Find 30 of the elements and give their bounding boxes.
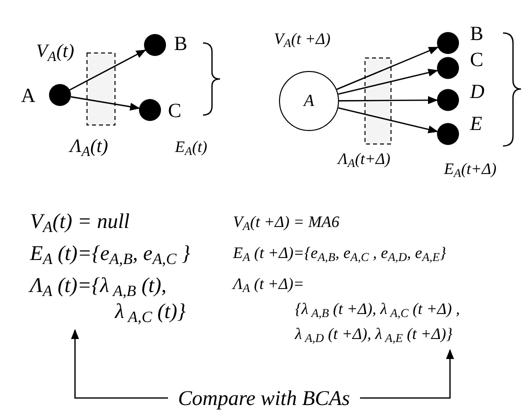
arrow: [338, 68, 438, 95]
math-label: Λ$_{A}$(t): [70, 137, 108, 156]
arrow: [338, 107, 438, 134]
arrow: [71, 329, 168, 399]
arrow: [339, 96, 438, 104]
formula-text: Λ$_{A}$ (t +Δ)=: [233, 275, 306, 297]
caption-text: Compare with BCAs: [178, 388, 350, 408]
node-label: D: [470, 82, 484, 102]
node-label: V$_{A}$(t): [36, 42, 74, 61]
node-label: C: [470, 50, 484, 70]
math-label: Λ$_{A}$(t+Δ): [338, 152, 390, 168]
math-label: E$_{A}$(t+Δ): [444, 162, 496, 178]
node-label: C: [168, 101, 182, 121]
node-label: A: [304, 90, 314, 112]
node-label: B: [470, 24, 484, 44]
formula-text: V$_{A}$(t) = null: [30, 208, 131, 234]
node-label: A: [21, 86, 36, 106]
arrow: [336, 46, 439, 90]
node-label: V$_{A}$(t +Δ): [274, 32, 330, 48]
formula-text: Λ$_{A}$ (t)={λ $_{A,B}$ (t), λ $_{A,C}$ (t)}: [30, 272, 187, 324]
math-label: E$_{A}$(t): [175, 140, 208, 156]
arrow: [69, 50, 146, 90]
node-label: E: [470, 114, 482, 134]
node-label: B: [174, 34, 188, 54]
arrow: [70, 96, 140, 111]
formula-text: E$_{A}$ (t)={e$_{A,B}$, e$_{A,C}$ }: [30, 240, 192, 266]
arrow: [360, 349, 454, 399]
formula-text: V$_{A}$(t +Δ) = MA6: [233, 213, 340, 235]
formula-text: E$_{A}$ (t +Δ)={e$_{A,B}$, e$_{A,C}$ , e$_{A,D}$, e$_{A,E}$}: [233, 244, 448, 266]
formula-text: {λ $_{A,B}$ (t +Δ), λ $_{A,C}$ (t +Δ) , λ $_{A,D}$ (t +Δ), λ $_{A,E}$ (t +Δ)}: [294, 300, 461, 347]
